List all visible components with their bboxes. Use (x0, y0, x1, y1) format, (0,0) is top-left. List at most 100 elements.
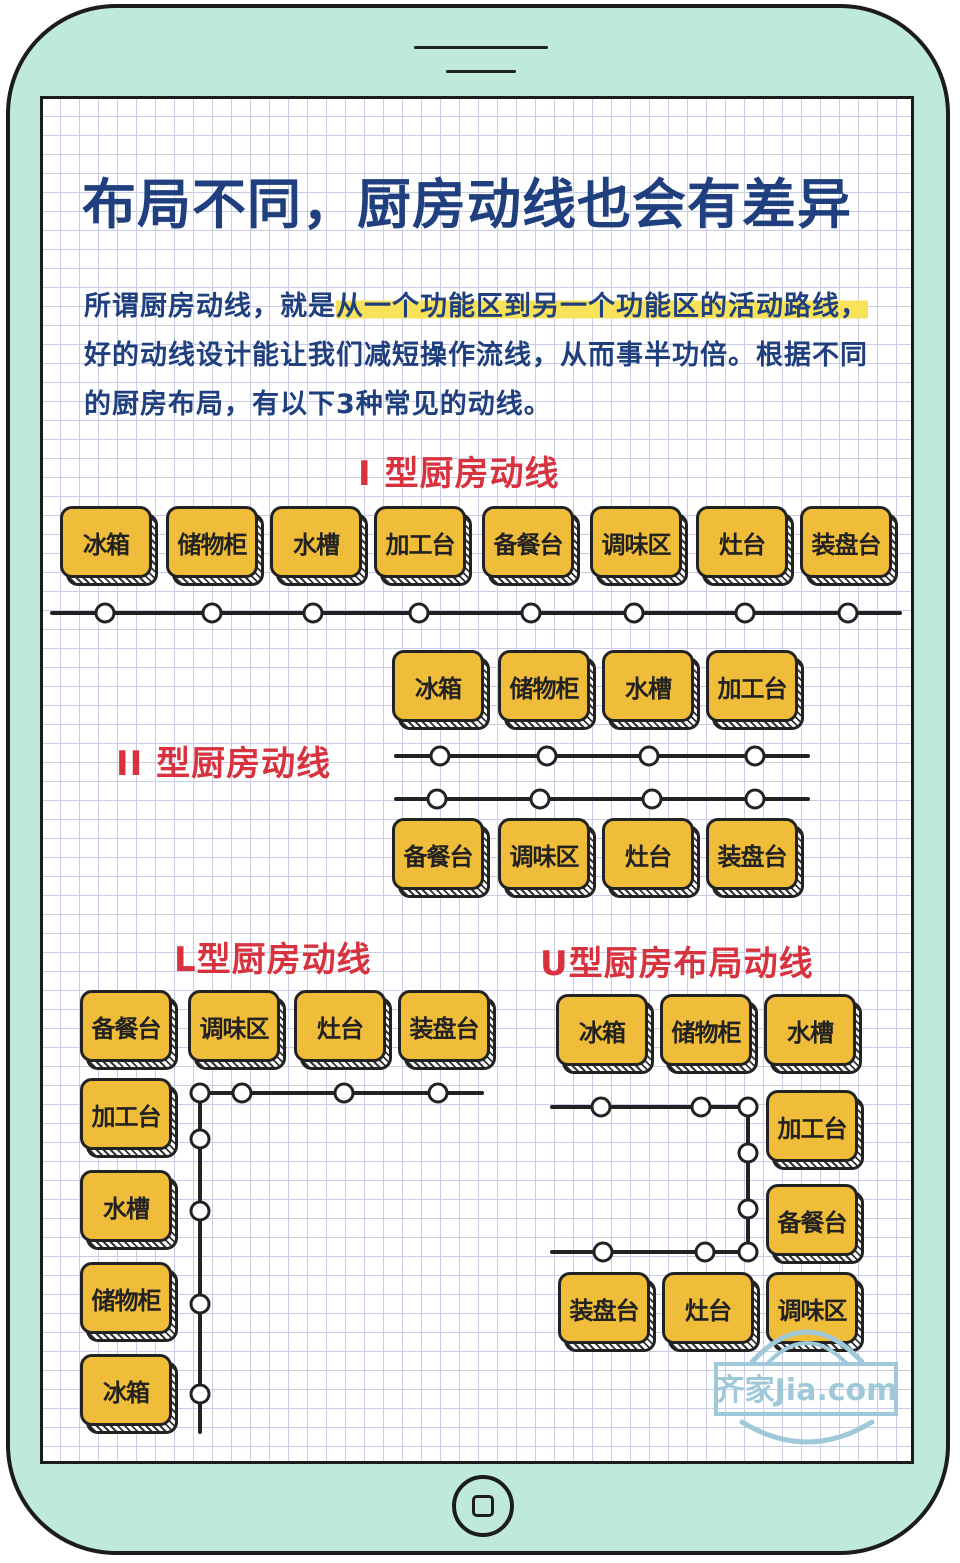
station-type-i-5: 调味区 (590, 506, 688, 586)
flow-node-type-ii-bottom-0 (426, 788, 448, 810)
flow-node-type-i-1 (201, 602, 223, 624)
station-label: 储物柜 (660, 994, 752, 1066)
station-label: 水槽 (80, 1170, 172, 1242)
station-label: 冰箱 (392, 650, 484, 722)
station-type-u-right-0: 加工台 (766, 1090, 864, 1170)
flow-node-type-l-top-2 (427, 1082, 449, 1104)
station-type-ii-bottom-2: 灶台 (602, 818, 700, 898)
station-label: 调味区 (188, 990, 280, 1062)
intro-paragraph: 所谓厨房动线，就是从一个功能区到另一个功能区的活动路线， 好的动线设计能让我们减短… (84, 282, 884, 429)
station-label: 灶台 (602, 818, 694, 890)
speaker-slot-bottom (446, 70, 516, 73)
flow-node-type-u-top-1 (690, 1096, 712, 1118)
station-label: 灶台 (294, 990, 386, 1062)
heading-type-ii: II 型厨房动线 (116, 744, 332, 784)
heading-type-l: L型厨房动线 (174, 940, 372, 980)
station-type-l-left-1: 水槽 (80, 1170, 178, 1250)
station-type-ii-bottom-0: 备餐台 (392, 818, 490, 898)
heading-type-u: U型厨房布局动线 (540, 944, 814, 984)
flow-node-type-l-left-3 (189, 1293, 211, 1315)
flow-node-type-i-0 (94, 602, 116, 624)
station-label: 加工台 (80, 1078, 172, 1150)
station-label: 调味区 (498, 818, 590, 890)
station-type-i-6: 灶台 (696, 506, 794, 586)
speaker-slot-top (414, 46, 548, 49)
station-type-ii-top-3: 加工台 (706, 650, 804, 730)
station-label: 备餐台 (80, 990, 172, 1062)
station-type-l-top-3: 装盘台 (398, 990, 496, 1070)
flow-node-type-i-4 (520, 602, 542, 624)
svg-text:齐家Jia.com: 齐家Jia.com (715, 1373, 898, 1408)
station-label: 备餐台 (392, 818, 484, 890)
station-label: 加工台 (374, 506, 466, 578)
flow-node-type-i-6 (734, 602, 756, 624)
flow-node-type-l-top-0 (231, 1082, 253, 1104)
flow-node-type-u-bottom-0 (592, 1241, 614, 1263)
flow-node-type-l-corner (189, 1082, 211, 1104)
flow-node-type-l-left-4 (189, 1383, 211, 1405)
flow-node-type-ii-bottom-3 (744, 788, 766, 810)
intro-highlight: 从一个功能区到另一个功能区的活动路线， (336, 291, 868, 322)
flow-node-type-u-bottom-2 (737, 1241, 759, 1263)
station-label: 灶台 (696, 506, 788, 578)
station-label: 冰箱 (556, 994, 648, 1066)
station-label: 备餐台 (766, 1184, 858, 1256)
station-label: 储物柜 (80, 1262, 172, 1334)
station-label: 储物柜 (166, 506, 258, 578)
station-type-u-top-2: 水槽 (764, 994, 862, 1074)
flow-node-type-l-left-1 (189, 1128, 211, 1150)
station-type-u-top-0: 冰箱 (556, 994, 654, 1074)
station-type-u-bottom-0: 装盘台 (558, 1272, 656, 1352)
flow-node-type-u-top-0 (590, 1096, 612, 1118)
station-type-i-1: 储物柜 (166, 506, 264, 586)
screen-grid-paper (40, 96, 914, 1464)
qijia-watermark: 齐家Jia.com (712, 1312, 902, 1452)
station-type-ii-bottom-1: 调味区 (498, 818, 596, 898)
flow-node-type-i-2 (302, 602, 324, 624)
station-label: 水槽 (602, 650, 694, 722)
flow-node-type-l-top-1 (333, 1082, 355, 1104)
heading-type-i: I 型厨房动线 (358, 454, 560, 494)
flow-node-type-i-3 (408, 602, 430, 624)
station-label: 水槽 (270, 506, 362, 578)
flow-node-type-i-5 (623, 602, 645, 624)
station-label: 加工台 (766, 1090, 858, 1162)
station-type-i-3: 加工台 (374, 506, 472, 586)
station-label: 调味区 (590, 506, 682, 578)
page-title: 布局不同，厨房动线也会有差异 (82, 173, 852, 236)
station-type-l-top-2: 灶台 (294, 990, 392, 1070)
flow-node-type-u-right-1 (737, 1198, 759, 1220)
station-type-l-top-1: 调味区 (188, 990, 286, 1070)
flow-node-type-i-7 (837, 602, 859, 624)
station-label: 冰箱 (60, 506, 152, 578)
station-label: 储物柜 (498, 650, 590, 722)
flow-node-type-ii-top-1 (536, 745, 558, 767)
flow-node-type-ii-top-2 (638, 745, 660, 767)
flow-node-type-u-bottom-1 (694, 1241, 716, 1263)
station-label: 装盘台 (800, 506, 892, 578)
flow-node-type-ii-bottom-2 (641, 788, 663, 810)
station-label: 冰箱 (80, 1354, 172, 1426)
flow-node-type-ii-bottom-1 (529, 788, 551, 810)
flow-node-type-ii-top-3 (744, 745, 766, 767)
station-type-ii-top-1: 储物柜 (498, 650, 596, 730)
station-type-ii-bottom-3: 装盘台 (706, 818, 804, 898)
station-type-i-0: 冰箱 (60, 506, 158, 586)
station-type-i-2: 水槽 (270, 506, 368, 586)
station-type-ii-top-0: 冰箱 (392, 650, 490, 730)
station-label: 备餐台 (482, 506, 574, 578)
intro-text-1: 所谓厨房动线，就是 (84, 291, 336, 322)
station-label: 灶台 (662, 1272, 754, 1344)
station-type-l-left-2: 储物柜 (80, 1262, 178, 1342)
station-label: 装盘台 (706, 818, 798, 890)
station-type-l-left-3: 冰箱 (80, 1354, 178, 1434)
station-type-u-right-1: 备餐台 (766, 1184, 864, 1264)
flow-node-type-l-left-2 (189, 1200, 211, 1222)
station-label: 装盘台 (398, 990, 490, 1062)
station-type-u-top-1: 储物柜 (660, 994, 758, 1074)
home-button[interactable] (452, 1475, 514, 1537)
intro-text-2: 好的动线设计能让我们减短操作流线，从而事半功倍。根据不同的厨房布局，有以下3种常… (84, 340, 868, 420)
station-type-l-top-0: 备餐台 (80, 990, 178, 1070)
flow-node-type-ii-top-0 (429, 745, 451, 767)
